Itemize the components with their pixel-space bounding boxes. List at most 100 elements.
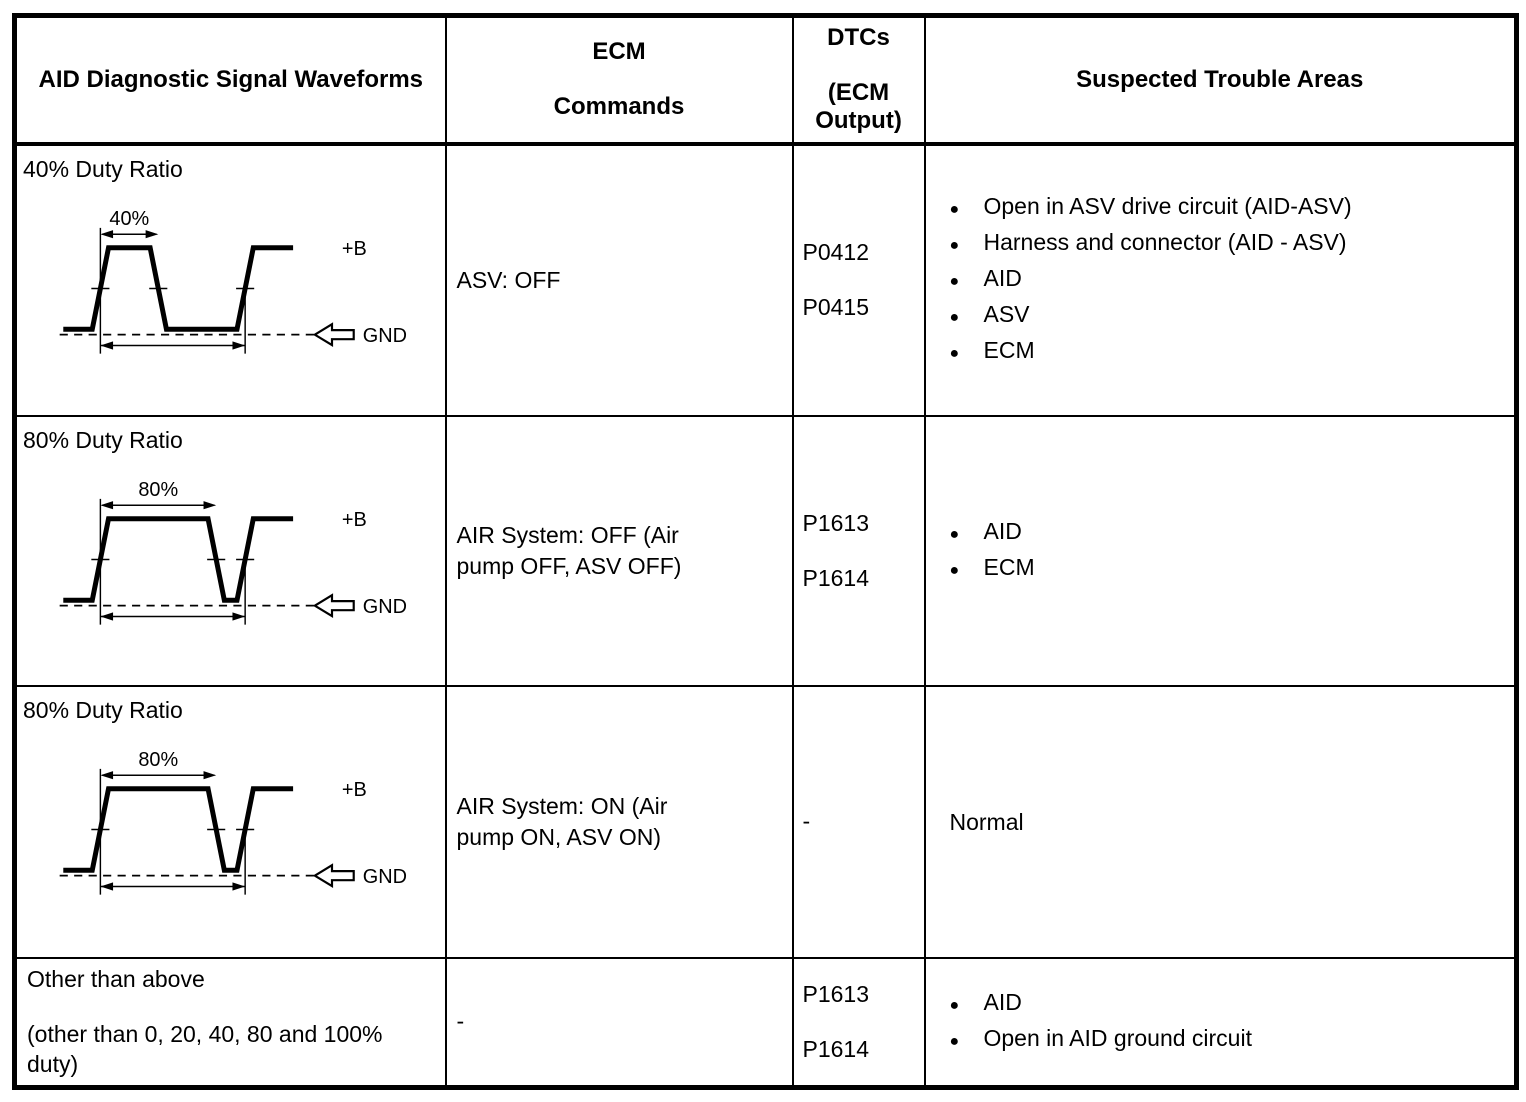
waveform-trace bbox=[63, 785, 294, 873]
trouble-list: ● Open in ASV drive circuit (AID-ASV) ● Ha… bbox=[950, 190, 1509, 370]
ecm-command-cell: AIR System: ON (Air pump ON, ASV ON) bbox=[444, 684, 794, 959]
gnd-arrow-icon bbox=[312, 321, 355, 347]
trouble-areas-cell: ● AID ● ECM bbox=[923, 414, 1518, 687]
gnd-arrow-icon bbox=[312, 862, 355, 888]
other-condition-cell: Other than above (other than 0, 20, 40, … bbox=[13, 956, 447, 1089]
table-row: Other than above (other than 0, 20, 40, … bbox=[13, 956, 1518, 1089]
trouble-areas-cell: ● Open in ASV drive circuit (AID-ASV) ● Ha… bbox=[923, 142, 1518, 417]
header-text: ECM bbox=[592, 38, 646, 66]
dtc-code: - bbox=[802, 808, 811, 834]
trouble-item-text: Harness and connector (AID - ASV) bbox=[983, 229, 1347, 255]
header-text: DTCs bbox=[827, 24, 890, 52]
ecm-command-text: AIR System: OFF (Air pump OFF, ASV OFF) bbox=[456, 521, 682, 579]
dtc-code: P1613 bbox=[802, 980, 870, 1007]
ecm-command-text: AIR System: ON (Air pump ON, ASV ON) bbox=[456, 792, 668, 850]
bullet-icon: ● bbox=[949, 309, 960, 326]
trouble-list: ● AID ● Open in AID ground circuit bbox=[950, 986, 1509, 1058]
gnd-level-label: GND bbox=[363, 324, 407, 346]
trouble-item-text: ASV bbox=[983, 301, 1030, 327]
bullet-icon: ● bbox=[949, 273, 960, 290]
bullet-icon: ● bbox=[949, 345, 960, 362]
trouble-areas-cell: Normal bbox=[923, 684, 1518, 959]
dtc-code: P0412 bbox=[802, 239, 870, 265]
other-condition-title: Other than above bbox=[27, 966, 205, 993]
dtc-cell: P1613 P1614 bbox=[791, 414, 926, 687]
dtc-cell: P1613 P1614 bbox=[791, 956, 926, 1089]
list-item: ● AID bbox=[950, 515, 1509, 551]
bullet-icon: ● bbox=[949, 525, 960, 543]
header-waveforms: AID Diagnostic Signal Waveforms bbox=[13, 14, 447, 146]
ecm-command-cell: - bbox=[444, 956, 794, 1089]
other-condition-subtitle: (other than 0, 20, 40, 80 and 100% duty) bbox=[27, 1021, 383, 1078]
high-level-label: +B bbox=[342, 779, 367, 801]
table-row: 80% Duty Ratio bbox=[13, 684, 1518, 959]
header-ecm-commands: ECM Commands bbox=[444, 14, 794, 146]
table-row: 40% Duty Ratio bbox=[13, 142, 1518, 417]
list-item: ● ECM bbox=[950, 334, 1509, 370]
trouble-item-text: AID bbox=[983, 988, 1022, 1015]
bullet-icon: ● bbox=[949, 1032, 960, 1050]
period-arrow-head-left bbox=[100, 881, 114, 891]
duty-label: 80% bbox=[138, 479, 178, 501]
list-item: ● AID bbox=[950, 262, 1509, 298]
trouble-areas-cell: ● AID ● Open in AID ground circuit bbox=[923, 956, 1518, 1089]
duty-arrow-head-right bbox=[145, 229, 159, 238]
ecm-command-cell: AIR System: OFF (Air pump OFF, ASV OFF) bbox=[444, 414, 794, 687]
trouble-item-text: ECM bbox=[983, 337, 1035, 363]
bullet-icon: ● bbox=[949, 996, 960, 1014]
high-level-label: +B bbox=[342, 238, 367, 260]
trouble-item-text: AID bbox=[983, 265, 1022, 291]
header-text: Suspected Trouble Areas bbox=[1076, 65, 1364, 93]
waveform-diagram: 80% +B GND bbox=[59, 479, 407, 625]
duty-label: 80% bbox=[138, 749, 178, 771]
header-text: Commands bbox=[553, 93, 685, 121]
header-row: AID Diagnostic Signal Waveforms ECM Comm… bbox=[13, 14, 1518, 146]
aid-diagnostic-table: AID Diagnostic Signal Waveforms ECM Comm… bbox=[12, 13, 1519, 1090]
waveform-title: 80% Duty Ratio bbox=[23, 426, 183, 453]
header-text: (ECM Output) bbox=[815, 79, 902, 135]
list-item: ● AID bbox=[950, 986, 1509, 1022]
list-item: ● ASV bbox=[950, 298, 1509, 334]
waveform-diagram: 80% +B GND bbox=[59, 749, 407, 895]
list-item: ● Harness and connector (AID - ASV) bbox=[950, 226, 1509, 262]
header-trouble-areas: Suspected Trouble Areas bbox=[923, 14, 1518, 146]
gnd-arrow-icon bbox=[312, 592, 355, 618]
list-item: ● ECM bbox=[950, 551, 1509, 587]
dtc-cell: P0412 P0415 bbox=[791, 142, 926, 417]
waveform-trace bbox=[63, 244, 294, 332]
list-item: ● Open in ASV drive circuit (AID-ASV) bbox=[950, 190, 1509, 226]
duty-arrow-head-left bbox=[100, 229, 114, 238]
bullet-icon: ● bbox=[949, 201, 960, 218]
table-row: 80% Duty Ratio bbox=[13, 414, 1518, 687]
bullet-icon: ● bbox=[949, 561, 960, 579]
period-arrow-head-right bbox=[232, 611, 246, 621]
duty-arrow-head-right bbox=[203, 770, 217, 779]
duty-arrow-head-right bbox=[203, 500, 217, 509]
header-text: AID Diagnostic Signal Waveforms bbox=[38, 65, 423, 93]
period-arrow-head-left bbox=[100, 611, 114, 621]
waveform-trace bbox=[63, 515, 294, 603]
waveform-cell-80-off: 80% Duty Ratio bbox=[13, 414, 447, 687]
gnd-level-label: GND bbox=[363, 865, 407, 887]
waveform-title: 40% Duty Ratio bbox=[23, 155, 183, 182]
waveform-cell-80-on: 80% Duty Ratio bbox=[13, 684, 447, 959]
trouble-text: Normal bbox=[949, 808, 1024, 835]
bullet-icon: ● bbox=[949, 237, 960, 254]
period-arrow-head-right bbox=[232, 340, 246, 350]
trouble-item-text: Open in AID ground circuit bbox=[983, 1024, 1252, 1051]
trouble-item-text: Open in ASV drive circuit (AID-ASV) bbox=[983, 193, 1352, 219]
duty-arrow-head-left bbox=[100, 770, 114, 779]
trouble-item-text: AID bbox=[983, 517, 1022, 544]
trouble-list: ● AID ● ECM bbox=[950, 515, 1509, 587]
duty-arrow-head-left bbox=[100, 500, 114, 509]
ecm-command-text: ASV: OFF bbox=[456, 266, 561, 293]
dtc-code: P1614 bbox=[802, 1035, 870, 1062]
trouble-item-text: ECM bbox=[983, 553, 1035, 580]
ecm-command-text: - bbox=[456, 1008, 465, 1035]
dtc-code: P1613 bbox=[802, 509, 870, 536]
dtc-code: P0415 bbox=[802, 294, 870, 320]
waveform-title: 80% Duty Ratio bbox=[23, 696, 183, 723]
period-arrow-head-left bbox=[100, 340, 114, 350]
header-dtcs: DTCs (ECM Output) bbox=[791, 14, 926, 146]
